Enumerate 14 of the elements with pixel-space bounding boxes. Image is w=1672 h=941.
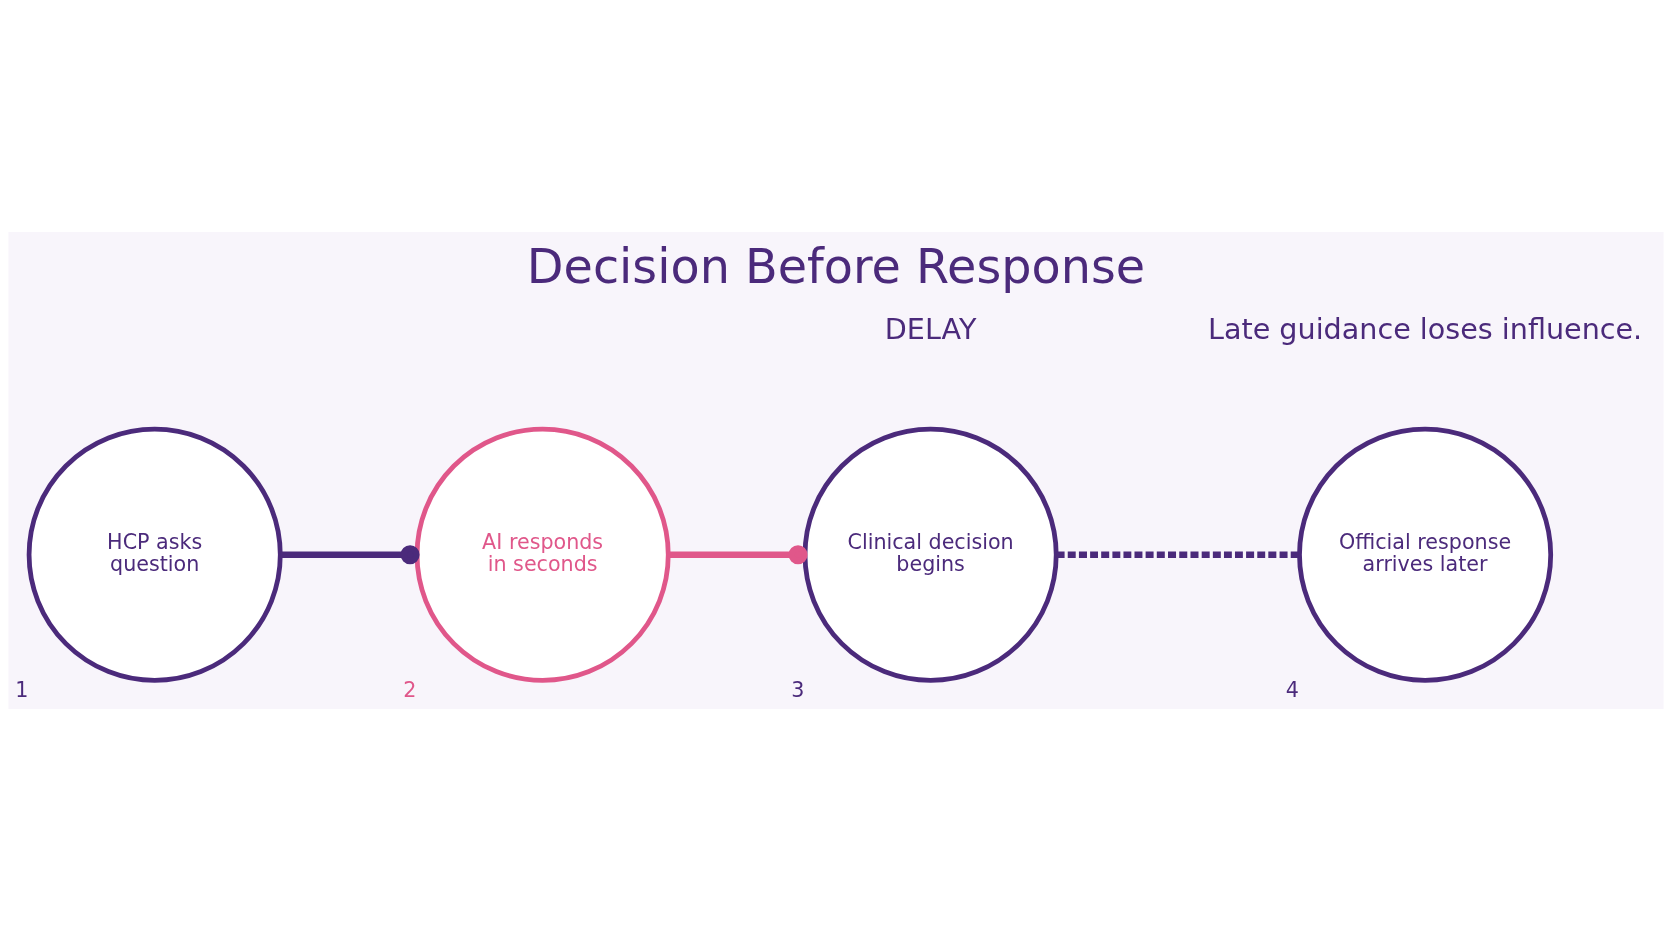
node-circle: AI responds in seconds	[414, 426, 671, 683]
node-circle: Clinical decision begins	[802, 426, 1059, 683]
label: Late guidance loses influence.	[1207, 312, 1643, 347]
node-label: 1	[15, 677, 29, 702]
node-label: 3	[791, 677, 805, 702]
diagram-title: Decision Before Response	[526, 238, 1146, 294]
node-label: 4	[1285, 677, 1299, 702]
connector	[1056, 551, 1300, 558]
node-label: 2	[403, 677, 417, 702]
node-circle: Official response arrives later	[1297, 426, 1554, 683]
connector	[280, 545, 420, 565]
node-circle: HCP asks question	[26, 426, 283, 683]
label: DELAY	[884, 312, 977, 347]
connector	[668, 545, 808, 565]
